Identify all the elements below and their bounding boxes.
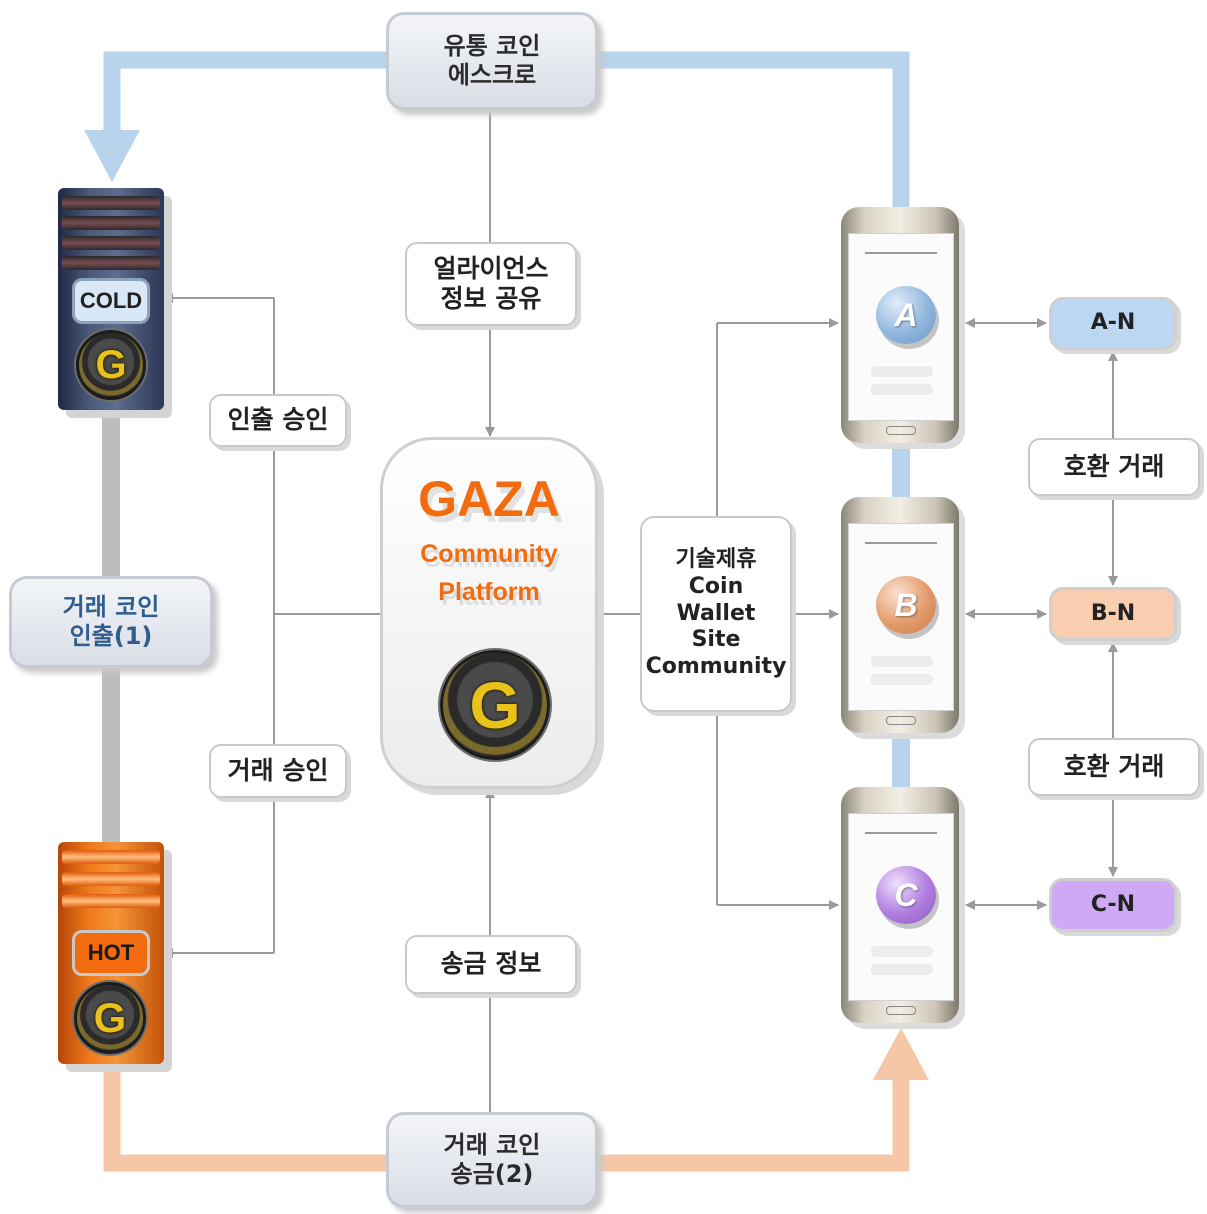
- send-coin-line2: 송금(2): [450, 1160, 534, 1188]
- phone-c: C: [841, 787, 959, 1023]
- platform-line1: Community: [420, 540, 558, 568]
- hot-token-icon: G: [74, 982, 146, 1054]
- exchange-label-1: 호환 거래: [1028, 438, 1200, 496]
- coin-a-icon: A: [876, 286, 936, 344]
- cold-server: COLD G: [58, 188, 164, 410]
- trade-approval-box: 거래 승인: [209, 744, 347, 798]
- tier-a-n-label: A-N: [1090, 310, 1136, 336]
- coin-c-icon: C: [876, 866, 936, 924]
- phone-a: A: [841, 207, 959, 443]
- tech-line-5: Community: [645, 654, 787, 680]
- alliance-line2: 정보 공유: [440, 284, 542, 313]
- phone-b: B: [841, 497, 959, 733]
- tech-partnership-box: 기술제휴 Coin Wallet Site Community: [640, 516, 792, 712]
- send-info-box: 송금 정보: [405, 935, 577, 994]
- cold-label: COLD: [72, 278, 150, 324]
- send-coin-box: 거래 코인 송금(2): [386, 1112, 598, 1208]
- tier-c-n: C-N: [1049, 878, 1177, 932]
- alliance-box: 얼라이언스 정보 공유: [405, 242, 577, 326]
- tier-a-n: A-N: [1049, 297, 1177, 350]
- exchange-label-2-text: 호환 거래: [1063, 751, 1165, 781]
- cold-token-icon: G: [76, 330, 146, 400]
- coin-b-icon: B: [876, 576, 936, 634]
- trade-approval-label: 거래 승인: [227, 755, 329, 785]
- tech-line-4: Site: [691, 627, 741, 653]
- tech-line-2: Coin: [688, 573, 744, 599]
- tier-b-n-label: B-N: [1090, 600, 1136, 626]
- platform-line2: Platform: [438, 578, 540, 606]
- tier-b-n: B-N: [1049, 587, 1177, 641]
- orange-flow: [103, 1028, 929, 1172]
- alliance-line1: 얼라이언스: [433, 253, 549, 283]
- send-coin-line1: 거래 코인: [443, 1130, 541, 1159]
- exchange-label-1-text: 호환 거래: [1063, 451, 1165, 481]
- escrow-box: 유통 코인 에스크로: [386, 12, 598, 110]
- withdraw-approval-box: 인출 승인: [209, 394, 347, 447]
- hot-server: HOT G: [58, 842, 164, 1064]
- tier-c-n-label: C-N: [1090, 891, 1136, 917]
- escrow-line1: 유통 코인: [443, 31, 541, 60]
- send-info-label: 송금 정보: [440, 949, 542, 979]
- exchange-label-2: 호환 거래: [1028, 738, 1200, 796]
- withdraw-coin-line2: 인출(1): [69, 622, 153, 650]
- withdraw-approval-label: 인출 승인: [227, 405, 329, 435]
- gaza-token-logo: G: [440, 650, 550, 760]
- hot-label: HOT: [72, 930, 150, 976]
- escrow-line2: 에스크로: [447, 61, 537, 89]
- withdraw-coin-line1: 거래 코인: [62, 592, 160, 621]
- withdraw-coin-box: 거래 코인 인출(1): [9, 576, 213, 668]
- tech-line-3: Wallet: [676, 600, 756, 626]
- platform-title: GAZA: [418, 471, 560, 527]
- gaza-platform: GAZA Community Platform G: [380, 437, 598, 789]
- blue-flow: [84, 51, 910, 790]
- tech-line-1: 기술제휴: [675, 546, 757, 572]
- thin-connectors: [163, 112, 1118, 1112]
